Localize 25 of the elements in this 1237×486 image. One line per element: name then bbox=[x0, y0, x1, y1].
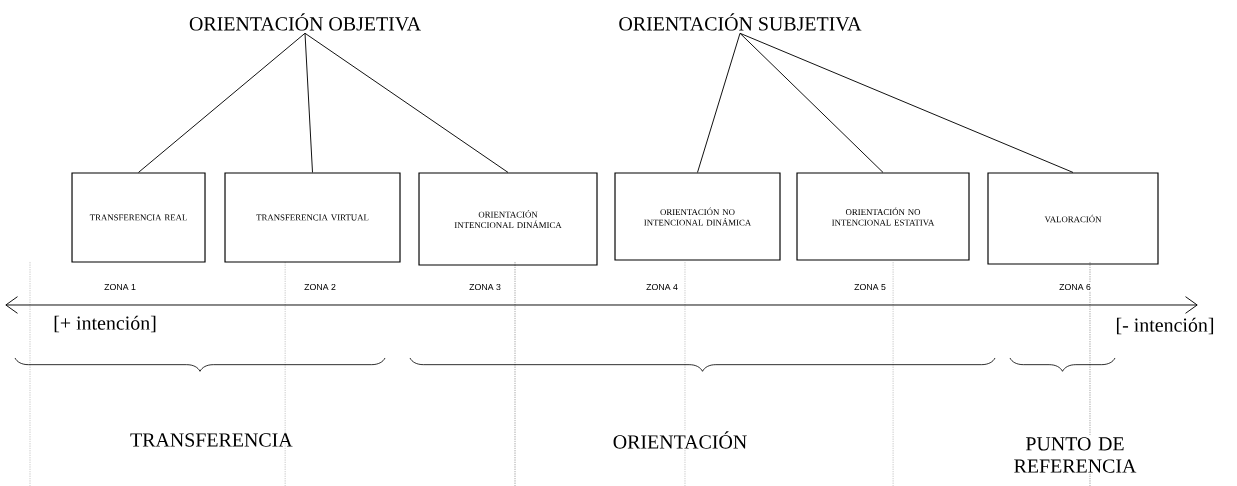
zone-label: ZONA 3 bbox=[467, 282, 503, 292]
category-box: ORIENTACIÓN NO INTENCIONAL DINÁMICA bbox=[614, 172, 781, 261]
connector-line bbox=[739, 32, 884, 173]
category-box: ORIENTACIÓN INTENCIONAL DINÁMICA bbox=[418, 172, 598, 266]
connector-line bbox=[304, 32, 509, 173]
connector-line bbox=[739, 32, 1074, 173]
connector-line bbox=[697, 32, 741, 173]
category-box: VALORACIÓN bbox=[987, 172, 1159, 265]
zone-label: ZONA 4 bbox=[644, 282, 680, 292]
heading-label: ORIENTACIÓN SUBJETIVA bbox=[619, 13, 862, 31]
zone-label: ZONA 2 bbox=[302, 282, 338, 292]
category-label: TRANSFERENCIA bbox=[128, 432, 293, 448]
category-box: TRANSFERENCIA VIRTUAL bbox=[224, 172, 401, 263]
category-label: ORIENTACIÓN bbox=[608, 430, 752, 450]
category-label: PUNTO DE REFERENCIA bbox=[1003, 436, 1147, 474]
zone-label: ZONA 5 bbox=[852, 282, 888, 292]
intention-label: [- intención] bbox=[1114, 316, 1216, 336]
category-box: TRANSFERENCIA REAL bbox=[71, 172, 206, 263]
category-box: ORIENTACIÓN NO INTENCIONAL ESTATIVA bbox=[796, 172, 970, 261]
intention-label: [+ intención] bbox=[52, 314, 158, 334]
connector-line bbox=[304, 32, 313, 173]
heading-label: ORIENTACIÓN OBJETIVA bbox=[189, 13, 421, 31]
zone-label: ZONA 1 bbox=[103, 282, 138, 292]
zone-label: ZONA 6 bbox=[1057, 282, 1093, 292]
connector-line bbox=[138, 32, 306, 173]
